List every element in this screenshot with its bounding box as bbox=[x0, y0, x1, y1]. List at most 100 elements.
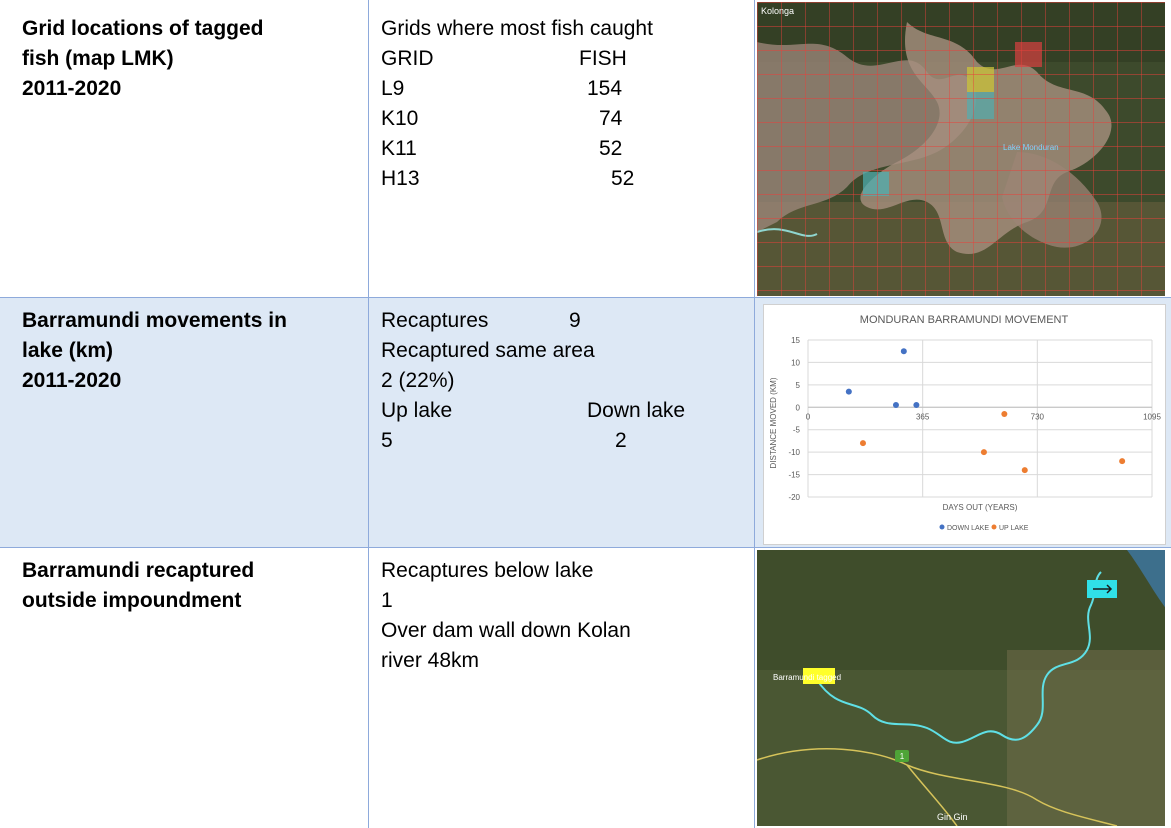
x-tick-label: 0 bbox=[806, 412, 811, 421]
detail-line: river 48km bbox=[381, 646, 631, 676]
data-point bbox=[900, 348, 907, 355]
y-tick-label: 0 bbox=[796, 403, 801, 412]
river-route-map: Barramundi tagged 1 Gin Gin bbox=[757, 550, 1165, 826]
legend-marker bbox=[939, 524, 945, 530]
detail-line: 1 bbox=[381, 586, 631, 616]
y-tick-label: -10 bbox=[788, 448, 800, 457]
row-heading: Grid locations of tagged fish (map LMK) … bbox=[22, 14, 264, 104]
tag-location-marker bbox=[803, 668, 835, 684]
detail-line: Grids where most fish caught bbox=[381, 14, 653, 44]
data-point bbox=[845, 388, 852, 395]
satellite-map-image: Kolonga Lake Monduran bbox=[757, 2, 1165, 296]
map-label-tagged: Barramundi tagged bbox=[773, 673, 841, 682]
detail-line: Up lake Down lake bbox=[381, 396, 685, 426]
chart-cell: MONDURAN BARRAMUNDI MOVEMENT 15 10 5 0 -5 -10… bbox=[755, 298, 1171, 548]
grid-id: K11 bbox=[381, 137, 417, 160]
row-heading-cell: Barramundi movements in lake (km) 2011-2… bbox=[0, 298, 368, 548]
detail-label: Grids where most fish caught bbox=[381, 17, 653, 40]
y-tick-label: 10 bbox=[791, 358, 800, 367]
detail-line: Recaptures below lake bbox=[381, 556, 631, 586]
data-point bbox=[980, 449, 987, 456]
fish-count: 74 bbox=[599, 107, 623, 130]
y-tick-label: 15 bbox=[791, 336, 800, 345]
x-tick-label: 730 bbox=[1031, 412, 1045, 421]
column-divider bbox=[368, 0, 369, 828]
detail-line: GRID FISH bbox=[381, 44, 653, 74]
lake-grid-map: Kolonga Lake Monduran bbox=[757, 2, 1165, 296]
row-detail-cell: Recaptures 9 Recaptured same area 2 (22%)… bbox=[369, 298, 754, 548]
legend-label: UP LAKE bbox=[999, 525, 1029, 532]
detail-value: 1 bbox=[381, 589, 393, 612]
kolan-river-route bbox=[816, 571, 1102, 744]
y-tick-label: -5 bbox=[793, 426, 801, 435]
detail-label: river 48km bbox=[381, 649, 480, 672]
movement-chart: MONDURAN BARRAMUNDI MOVEMENT 15 10 5 0 -5 -10… bbox=[763, 304, 1166, 545]
row-heading-cell: Barramundi recaptured outside impoundmen… bbox=[0, 548, 368, 828]
detail-label: Down lake bbox=[587, 399, 686, 422]
data-point bbox=[1119, 458, 1126, 465]
column-divider bbox=[754, 0, 755, 828]
detail-value: 2 bbox=[615, 429, 627, 452]
detail-line: Over dam wall down Kolan bbox=[381, 616, 631, 646]
heading-line: Grid locations of tagged bbox=[22, 17, 264, 40]
legend-marker bbox=[991, 524, 997, 530]
x-tick-label: 1095 bbox=[1143, 412, 1161, 421]
row-divider bbox=[0, 547, 1171, 548]
grid-id: L9 bbox=[381, 77, 405, 100]
column-header-grid: GRID bbox=[381, 47, 434, 70]
highway-number: 1 bbox=[900, 752, 905, 761]
data-point bbox=[859, 440, 866, 447]
y-tick-label: -15 bbox=[788, 471, 800, 480]
row-heading: Barramundi recaptured outside impoundmen… bbox=[22, 556, 254, 616]
heading-line: outside impoundment bbox=[22, 589, 242, 612]
fish-count: 52 bbox=[611, 167, 635, 190]
satellite-map-image: Barramundi tagged 1 Gin Gin bbox=[757, 550, 1165, 826]
detail-label: Recaptured same area bbox=[381, 339, 595, 362]
highway-badge bbox=[895, 750, 909, 762]
detail-value: 9 bbox=[569, 309, 581, 332]
table-row-movements: Barramundi movements in lake (km) 2011-2… bbox=[0, 298, 1171, 548]
map-cell: Barramundi tagged 1 Gin Gin bbox=[755, 548, 1171, 828]
map-label-kolonga: Kolonga bbox=[761, 6, 794, 16]
detail-line: 2 (22%) bbox=[381, 366, 595, 396]
x-tick-label: 365 bbox=[916, 412, 930, 421]
table-row-outside: Barramundi recaptured outside impoundmen… bbox=[0, 548, 1171, 828]
detail-label: Up lake bbox=[381, 399, 453, 422]
detail-line: Recaptures 9 bbox=[381, 306, 595, 336]
row-divider bbox=[0, 297, 1171, 298]
y-axis-label: DISTANCE MOVED (KM) bbox=[769, 377, 778, 468]
detail-value: 5 bbox=[381, 429, 393, 452]
row-heading: Barramundi movements in lake (km) 2011-2… bbox=[22, 306, 287, 396]
y-tick-label: 5 bbox=[796, 381, 801, 390]
detail-label: Recaptures bbox=[381, 309, 489, 332]
detail-text: Recaptures below lake 1 Over dam wall do… bbox=[381, 556, 631, 676]
heading-line: Barramundi movements in bbox=[22, 309, 287, 332]
detail-line: L9 154 bbox=[381, 74, 653, 104]
detail-line: K11 52 bbox=[381, 134, 653, 164]
heading-line: 2011-2020 bbox=[22, 77, 122, 100]
y-tick-label: -20 bbox=[788, 493, 800, 502]
map-cell: Kolonga Lake Monduran bbox=[755, 0, 1171, 298]
column-header-fish: FISH bbox=[579, 47, 627, 70]
row-detail-cell: Grids where most fish caught GRID FISH L9… bbox=[369, 0, 754, 298]
row-heading-cell: Grid locations of tagged fish (map LMK) … bbox=[0, 0, 368, 298]
row-detail-cell: Recaptures below lake 1 Over dam wall do… bbox=[369, 548, 754, 828]
detail-label: Over dam wall down Kolan bbox=[381, 619, 631, 642]
heading-line: Barramundi recaptured bbox=[22, 559, 255, 582]
detail-line: Recaptured same area bbox=[381, 336, 595, 366]
map-label-lake: Lake Monduran bbox=[1003, 143, 1059, 152]
detail-label: Recaptures below lake bbox=[381, 559, 594, 582]
data-point bbox=[892, 402, 899, 409]
data-point bbox=[1001, 411, 1008, 418]
data-point bbox=[913, 402, 920, 409]
detail-text: Recaptures 9 Recaptured same area 2 (22%)… bbox=[381, 306, 685, 456]
fish-count: 154 bbox=[587, 77, 623, 100]
chart-title: MONDURAN BARRAMUNDI MOVEMENT bbox=[860, 314, 1069, 326]
fish-count: 52 bbox=[599, 137, 623, 160]
movement-scatter-chart: MONDURAN BARRAMUNDI MOVEMENT 15 10 5 0 -5 -10… bbox=[769, 314, 1161, 532]
map-label-gin-gin: Gin Gin bbox=[937, 812, 968, 822]
